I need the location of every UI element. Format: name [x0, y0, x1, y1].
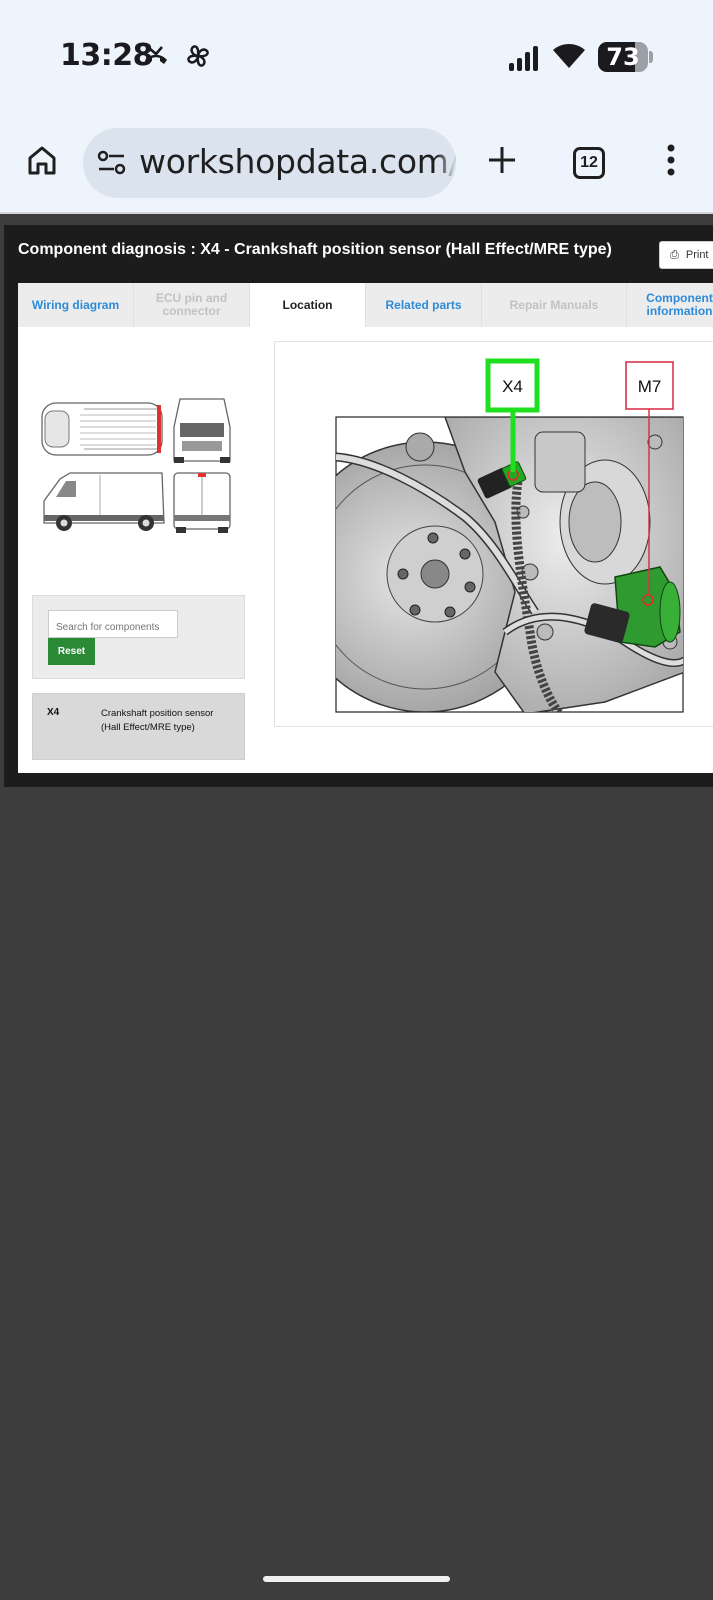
m7-callout-label: M7: [638, 377, 662, 396]
van-front-view[interactable]: [173, 398, 231, 463]
print-label: Print: [685, 249, 709, 261]
site-settings-icon[interactable]: [97, 149, 127, 182]
home-indicator[interactable]: [263, 1576, 450, 1582]
van-rear-view[interactable]: [173, 472, 231, 533]
m7-callout-box[interactable]: [625, 361, 674, 410]
new-tab-icon: [486, 144, 518, 181]
tab-label: ECU pin and connector: [155, 291, 228, 318]
van-side-view[interactable]: [43, 472, 165, 531]
tab-count: 12: [580, 154, 598, 171]
van-top-view[interactable]: [41, 402, 163, 456]
chrome-divider: [0, 212, 713, 214]
x4-callout-box[interactable]: [485, 358, 540, 413]
component-search-panel: Reset: [32, 595, 245, 679]
tab-component-information[interactable]: Component information: [627, 283, 713, 327]
tab-label: Related parts: [385, 297, 462, 312]
content-panel: Wiring diagram ECU pin and connector Loc…: [18, 283, 713, 773]
url-text: workshopdata.com/to: [139, 142, 456, 181]
x4-callout-label: X4: [502, 377, 523, 396]
signal-icon: [508, 44, 544, 77]
tab-related-parts[interactable]: Related parts: [366, 283, 482, 327]
tab-wiring-diagram[interactable]: Wiring diagram: [18, 283, 134, 327]
tab-repair-manuals: Repair Manuals: [482, 283, 627, 327]
battery-level: 73: [606, 43, 640, 71]
component-diagnosis-window: Component diagnosis : X4 - Crankshaft po…: [4, 225, 713, 787]
tab-switcher-button[interactable]: 12: [573, 147, 605, 179]
engine-illustration: X4 M7: [335, 358, 684, 713]
tab-label: Wiring diagram: [31, 297, 120, 312]
printer-icon: ⎙: [670, 249, 679, 261]
more-menu-icon: [665, 143, 677, 182]
tab-ecu-pin-and-connector: ECU pin and connector: [134, 283, 250, 327]
reset-button[interactable]: Reset: [48, 638, 95, 665]
location-diagram: X4 M7: [274, 341, 713, 727]
component-code: X4: [47, 707, 60, 718]
component-search-input[interactable]: [48, 610, 178, 638]
home-icon: [25, 143, 59, 182]
battery-icon: 73: [598, 42, 653, 72]
print-button[interactable]: ⎙ Print: [659, 241, 713, 269]
fan-icon: [184, 42, 212, 75]
tab-label: Location: [282, 297, 333, 312]
browser-chrome: 13:28 73 workshopdata.com/to 12: [0, 0, 713, 212]
tab-label: Repair Manuals: [509, 297, 599, 312]
address-bar[interactable]: workshopdata.com/to: [83, 128, 456, 198]
tab-label: Component information: [646, 291, 713, 318]
wifi-icon: [552, 42, 586, 75]
new-tab-button[interactable]: [480, 140, 524, 184]
tab-location[interactable]: Location: [250, 283, 366, 327]
missed-call-icon: [142, 42, 170, 75]
more-menu-button[interactable]: [649, 140, 693, 184]
page-title: Component diagnosis : X4 - Crankshaft po…: [18, 241, 612, 258]
component-description: Crankshaft position sensor (Hall Effect/…: [101, 708, 214, 733]
result-list-item[interactable]: X4 Crankshaft position sensor (Hall Effe…: [32, 693, 245, 760]
home-button[interactable]: [20, 140, 64, 184]
vehicle-views: [41, 398, 231, 533]
tab-bar: Wiring diagram ECU pin and connector Loc…: [18, 283, 713, 327]
status-time: 13:28: [60, 38, 154, 73]
